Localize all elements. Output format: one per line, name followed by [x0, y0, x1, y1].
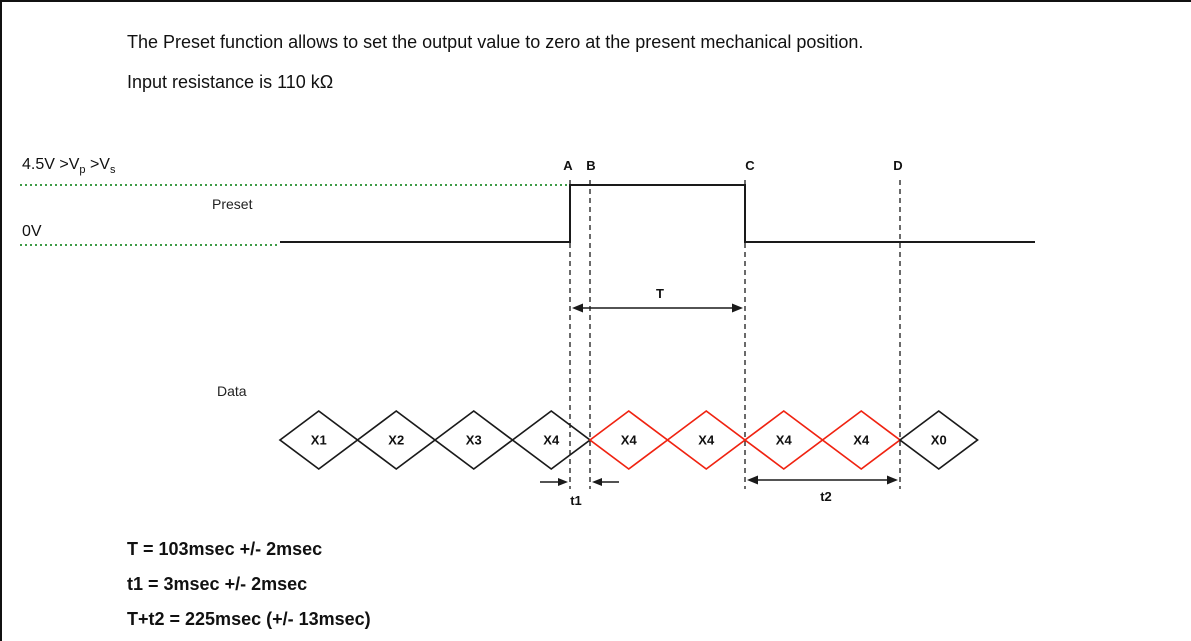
intro-line-1: The Preset function allows to set the ou…: [127, 32, 864, 52]
t-arrow-label: T: [656, 286, 664, 301]
data-cell-label-3: X4: [543, 433, 560, 448]
t1-arrow-label: t1: [570, 493, 582, 508]
marker-label-d: D: [893, 158, 903, 173]
data-cell-label-0: X1: [311, 433, 327, 448]
voltage-range-label: 4.5V >Vp >Vs: [22, 156, 115, 176]
timing-note-t1: t1 = 3msec +/- 2msec: [127, 574, 308, 594]
intro-line-2: Input resistance is 110 kΩ: [127, 72, 334, 92]
t2-measure-arrowhead-left: [747, 475, 758, 485]
data-signal-label: Data: [217, 383, 247, 399]
t-measure-arrowhead-right: [732, 303, 743, 313]
preset-pulse-waveform: [280, 184, 1035, 243]
marker-label-c: C: [745, 158, 755, 173]
marker-label-a: A: [563, 158, 573, 173]
t1-measure-arrowhead-right: [592, 478, 602, 486]
data-cell-label-2: X3: [466, 433, 482, 448]
timing-note-t: T = 103msec +/- 2msec: [127, 539, 323, 559]
voltage-range-part-1: 4.5V >V: [22, 156, 80, 173]
preset-signal-label: Preset: [212, 196, 253, 212]
data-cell-label-7: X4: [853, 433, 870, 448]
marker-label-b: B: [586, 158, 596, 173]
voltage-range-sub-s: s: [109, 164, 116, 177]
t2-measure-arrowhead-right: [887, 475, 898, 485]
zero-volt-label: 0V: [22, 223, 42, 240]
data-cell-label-5: X4: [698, 433, 715, 448]
voltage-range-sub-p: p: [79, 164, 86, 177]
data-cell-label-6: X4: [776, 433, 793, 448]
data-valid-diamond-chain: X1 X2 X3 X4 X4 X4 X4 X4 X0: [278, 409, 979, 471]
voltage-range-part-2: >V: [85, 156, 110, 173]
timing-note-t-plus-t2: T+t2 = 225msec (+/- 13msec): [127, 609, 371, 629]
data-cell-label-1: X2: [388, 433, 404, 448]
data-cell-diamond-8: [898, 409, 979, 471]
t1-measure-arrowhead-left: [558, 478, 568, 486]
data-cell-label-8: X0: [931, 433, 947, 448]
t2-arrow-label: t2: [820, 489, 832, 504]
data-cell-label-4: X4: [621, 433, 638, 448]
t-measure-arrowhead-left: [572, 303, 583, 313]
